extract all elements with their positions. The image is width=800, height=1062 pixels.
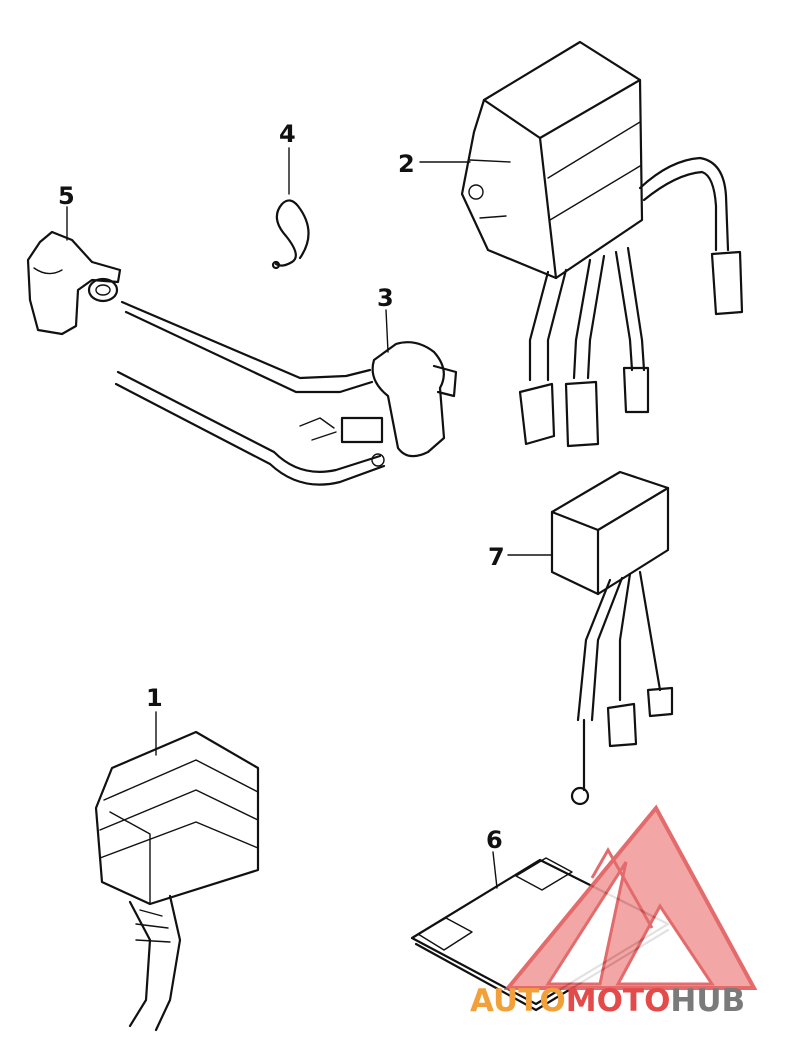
callout-7: 7 (488, 543, 505, 571)
part-5-spark-plug-cap (26, 230, 122, 336)
part-3-ignition-coil (114, 300, 458, 486)
callout-3: 3 (377, 284, 394, 312)
watermark-text: AUTOMOTOHUB (470, 983, 745, 1019)
automotohub-logo (503, 804, 758, 990)
callout-2: 2 (398, 150, 415, 178)
part-1-regulator-rectifier (94, 730, 260, 1032)
watermark-moto: MOTO (566, 983, 671, 1019)
part-4-wire-clamp (271, 199, 310, 270)
watermark-hub: HUB (670, 983, 745, 1019)
part-2-cdi-unit (460, 40, 744, 448)
callout-4: 4 (279, 120, 296, 148)
callout-6: 6 (486, 826, 503, 854)
part-7-relay-box (550, 470, 674, 806)
watermark-auto: AUTO (470, 983, 566, 1019)
callout-5: 5 (58, 182, 75, 210)
callout-1: 1 (146, 684, 163, 712)
